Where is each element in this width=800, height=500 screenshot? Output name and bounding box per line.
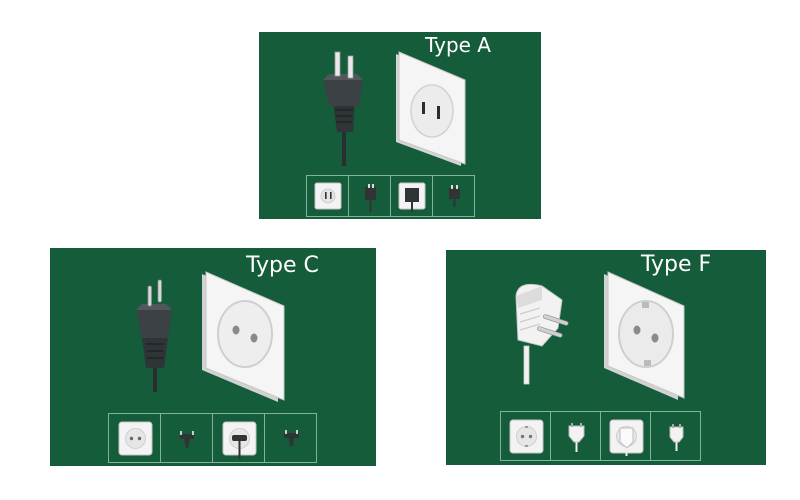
plug-thumbnail-icon [284, 430, 299, 446]
type-c-thumb-socket-plugged[interactable] [212, 413, 265, 463]
type-c-thumb-socket[interactable] [108, 413, 161, 463]
type-f-thumbnail-strip [500, 411, 701, 461]
socket-thumbnail-icon [118, 421, 153, 456]
socket-thumbnail-icon [398, 182, 426, 212]
type-c-thumb-plug-side[interactable] [160, 413, 213, 463]
plug-thumbnail-icon [365, 184, 376, 212]
type-f-title: Type F [641, 252, 712, 277]
socket-thumbnail-icon [222, 421, 257, 459]
type-f-thumb-plug-front[interactable] [650, 411, 701, 461]
type-a-plug-icon [323, 51, 363, 166]
socket-thumbnail-icon [314, 182, 342, 210]
type-f-illustration [515, 271, 685, 400]
type-f-thumb-socket[interactable] [500, 411, 551, 461]
plug-thumbnail-icon [180, 431, 194, 448]
socket-thumbnail-icon [609, 419, 644, 456]
type-a-panel: Type A [259, 32, 541, 219]
plug-thumbnail-icon [568, 423, 585, 452]
type-c-title: Type C [246, 253, 319, 278]
type-c-panel: Type C [50, 248, 376, 466]
type-f-socket-icon [604, 271, 685, 400]
type-f-panel: Type F [446, 250, 766, 465]
plug-thumbnail-icon [669, 424, 684, 451]
type-a-thumb-socket[interactable] [306, 175, 349, 217]
plug-thumbnail-icon [449, 185, 460, 207]
type-a-thumb-plug-front[interactable] [432, 175, 475, 217]
type-a-illustration [323, 51, 466, 166]
type-f-plug-icon [515, 283, 569, 385]
type-c-thumbnail-strip [108, 413, 317, 463]
type-a-title: Type A [425, 33, 491, 57]
type-c-socket-icon [202, 271, 285, 402]
type-c-plug-icon [136, 279, 172, 392]
type-c-thumb-plug-front[interactable] [264, 413, 317, 463]
type-a-socket-icon [396, 51, 466, 166]
type-a-thumb-socket-plugged[interactable] [390, 175, 433, 217]
type-a-thumbnail-strip [306, 175, 475, 217]
type-a-thumb-plug-side[interactable] [348, 175, 391, 217]
type-f-thumb-socket-plugged[interactable] [600, 411, 651, 461]
type-f-thumb-plug-side[interactable] [550, 411, 601, 461]
type-c-illustration [136, 271, 285, 402]
socket-thumbnail-icon [509, 419, 544, 454]
